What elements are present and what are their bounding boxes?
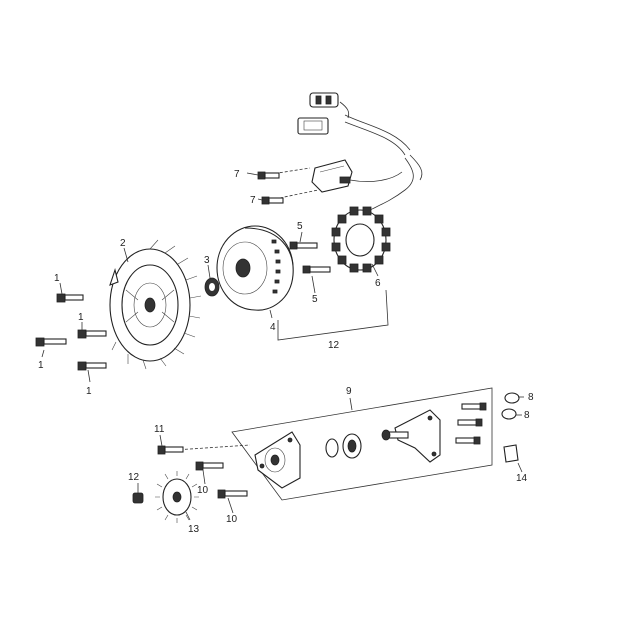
callout-12: 12 [328, 340, 340, 351]
washer-8-b [501, 408, 517, 420]
connector-upper [309, 92, 339, 108]
screw-7-upper [257, 167, 311, 180]
group-outline-9 [231, 387, 493, 501]
bracket-bolts [455, 402, 487, 445]
bolt-1-b [35, 337, 67, 347]
sprocket-13 [155, 471, 199, 523]
pulse-generator [311, 159, 353, 193]
stator-coil [331, 206, 391, 273]
callout-13: 13 [188, 524, 200, 535]
callout-6: 6 [375, 278, 381, 289]
screw-7-lower [261, 189, 319, 205]
callout-4: 4 [270, 322, 276, 333]
callout-12: 12 [128, 472, 140, 483]
leader-lines [41, 172, 524, 521]
stator-screw-upper [289, 241, 318, 250]
bearing-pair [325, 433, 362, 459]
flywheel-nut [204, 277, 220, 297]
pulley-left [254, 431, 301, 489]
group-bracket-12 [277, 289, 389, 341]
callout-2: 2 [120, 238, 126, 249]
callout-7: 7 [234, 169, 240, 180]
callout-10: 10 [226, 514, 238, 525]
callout-14: 14 [516, 473, 528, 484]
callout-8: 8 [528, 392, 534, 403]
callout-1: 1 [54, 273, 60, 284]
callout-11: 11 [154, 424, 165, 435]
bolt-10-upper [195, 461, 224, 471]
callout-1: 1 [38, 360, 44, 371]
cooling-fan [109, 239, 202, 370]
bolt-1-c [77, 329, 107, 339]
callout-3: 3 [204, 255, 210, 266]
callouts: 1 1 1 1 2 3 4 5 5 6 7 7 8 8 9 10 10 11 1… [38, 169, 534, 535]
stator-screw-lower [302, 265, 331, 274]
callout-1: 1 [78, 312, 84, 323]
callout-5: 5 [312, 294, 318, 305]
callout-1: 1 [86, 386, 92, 397]
bolt-10-lower [217, 489, 248, 499]
callout-5: 5 [297, 221, 303, 232]
bolt-11 [157, 444, 251, 455]
callout-9: 9 [346, 386, 352, 397]
washer-8-a [504, 392, 520, 404]
flywheel-rotor [216, 225, 294, 311]
callout-8: 8 [524, 410, 530, 421]
bolt-1-d [77, 361, 107, 371]
wiring-harness [339, 101, 423, 211]
bolt-1-a [56, 293, 84, 303]
callout-7: 7 [250, 195, 256, 206]
connector-lower [297, 117, 329, 135]
callout-10: 10 [197, 485, 209, 496]
sleeve-14 [503, 444, 519, 463]
pivot-bracket [381, 409, 441, 463]
nut-12-lower [132, 492, 144, 504]
